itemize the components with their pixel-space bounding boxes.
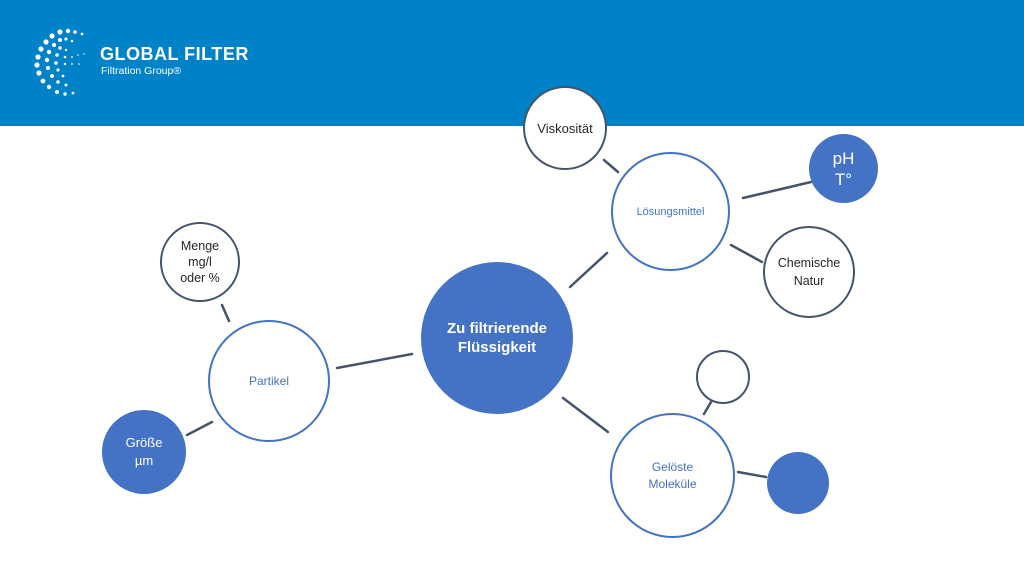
center-node-label: Zu filtrierende Flüssigkeit <box>446 320 547 356</box>
link-geloeste-empty-blue <box>736 470 768 479</box>
link-center-partikel <box>335 352 414 370</box>
groesse-node: Größe µm <box>102 410 186 494</box>
ph-node-label: pH T° <box>832 148 855 189</box>
geloeste-node-label: Gelöste Moleküle <box>648 459 697 491</box>
link-center-loesungsmittel <box>568 251 609 289</box>
empty-node-blue <box>767 452 829 514</box>
header-bar: GLOBAL FILTER Filtration Group® <box>0 0 1024 126</box>
empty-node-top <box>696 350 750 404</box>
link-geloeste-empty-top <box>702 400 713 416</box>
link-center-geloeste <box>561 396 610 434</box>
chemische-node-label: Chemische Natur <box>777 256 841 288</box>
center-node: Zu filtrierende Flüssigkeit <box>421 262 573 414</box>
link-partikel-groesse <box>185 420 214 437</box>
groesse-node-label: Größe µm <box>125 435 163 468</box>
loesungsmittel-node-label: Lösungsmittel <box>636 205 705 218</box>
logo-subtitle: Filtration Group® <box>101 65 182 77</box>
ph-node: pH T° <box>809 134 878 203</box>
logo-title: GLOBAL FILTER <box>100 44 249 64</box>
link-loesungsmittel-chemische <box>729 243 764 264</box>
partikel-node: Partikel <box>208 320 330 442</box>
partikel-node-label: Partikel <box>248 374 289 388</box>
link-partikel-menge <box>220 303 231 323</box>
menge-node: Menge mg/l oder % <box>160 222 240 302</box>
menge-node-label: Menge mg/l oder % <box>180 239 220 285</box>
geloeste-node: Gelöste Moleküle <box>610 413 735 538</box>
link-loesungsmittel-ph <box>741 180 813 200</box>
viskositaet-node-label: Viskosität <box>537 120 593 136</box>
logo-icon <box>34 28 85 96</box>
link-loesungsmittel-viskositaet <box>602 158 620 174</box>
loesungsmittel-node: Lösungsmittel <box>611 152 730 271</box>
viskositaet-node: Viskosität <box>523 86 607 170</box>
chemische-node: Chemische Natur <box>763 226 855 318</box>
